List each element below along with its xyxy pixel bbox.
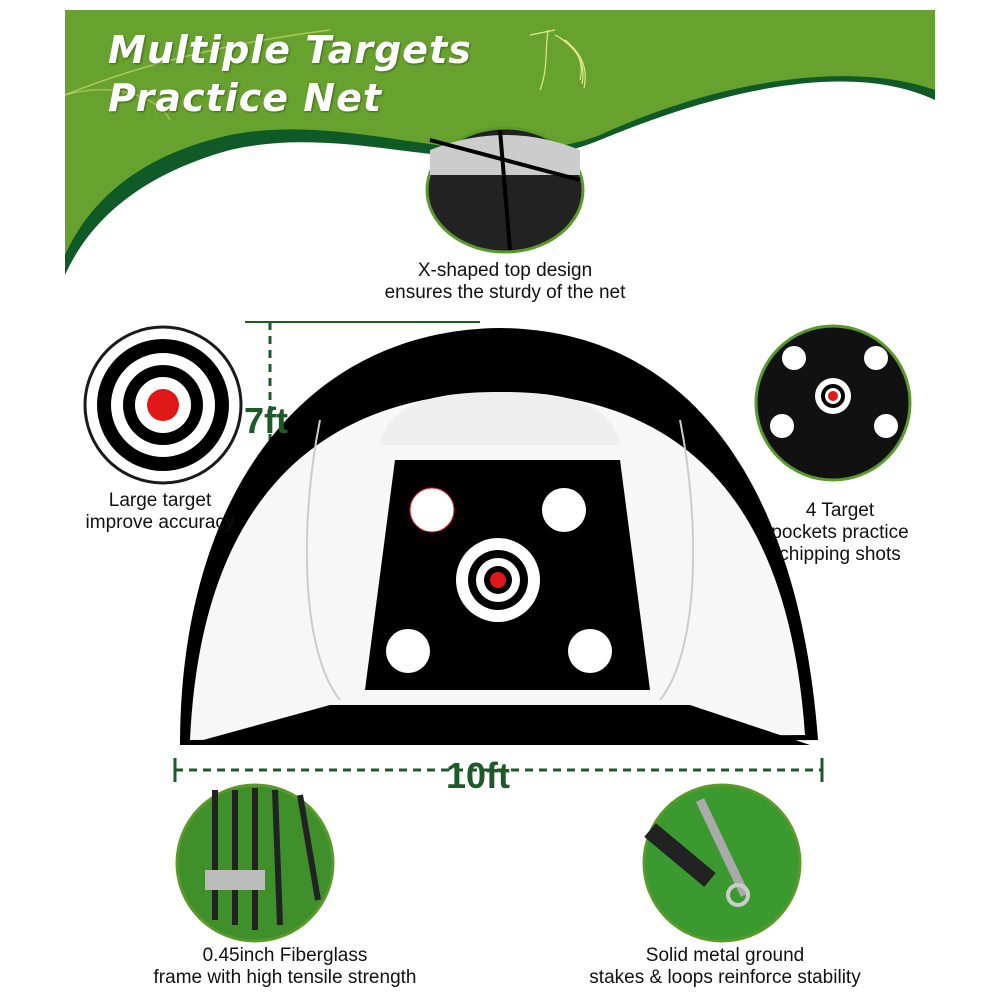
caption-line: pockets practice [771,522,909,543]
width-label: 10ft [446,755,511,796]
large-target-image [83,325,243,485]
caption-line: frame with high tensile strength [153,967,417,988]
practice-net-image [180,328,818,745]
caption-line: 4 Target [805,500,875,521]
caption-line: improve accuracy [85,512,235,533]
width-dimension-line [173,758,824,782]
x-shaped-top-detail-image [425,126,585,254]
height-dimension-line [245,321,480,735]
stakes-caption: Solid metal ground stakes & loops reinfo… [555,945,895,989]
caption-line: ensures the sturdy of the net [384,282,626,303]
caption-line: 0.45inch Fiberglass [202,945,368,966]
caption-line: chipping shots [779,544,901,565]
top-design-caption: X-shaped top design ensures the sturdy o… [330,260,680,304]
caption-line: stakes & loops reinforce stability [589,967,861,988]
caption-line: X-shaped top design [417,260,593,281]
height-label: 7ft [244,400,288,441]
caption-line: Large target [108,490,212,511]
ground-stakes-image [642,783,802,943]
fiberglass-frame-image [175,783,335,943]
fiberglass-caption: 0.45inch Fiberglass frame with high tens… [120,945,450,989]
title-line-2: Practice Net [108,76,383,120]
caption-line: Solid metal ground [645,945,805,966]
title-line-1: Multiple Targets [108,28,472,72]
target-pockets-caption: 4 Target pockets practice chipping shots [745,500,935,566]
golfer-logo-icon [529,29,586,91]
large-target-caption: Large target improve accuracy [60,490,260,534]
four-target-pockets-image [754,324,912,482]
